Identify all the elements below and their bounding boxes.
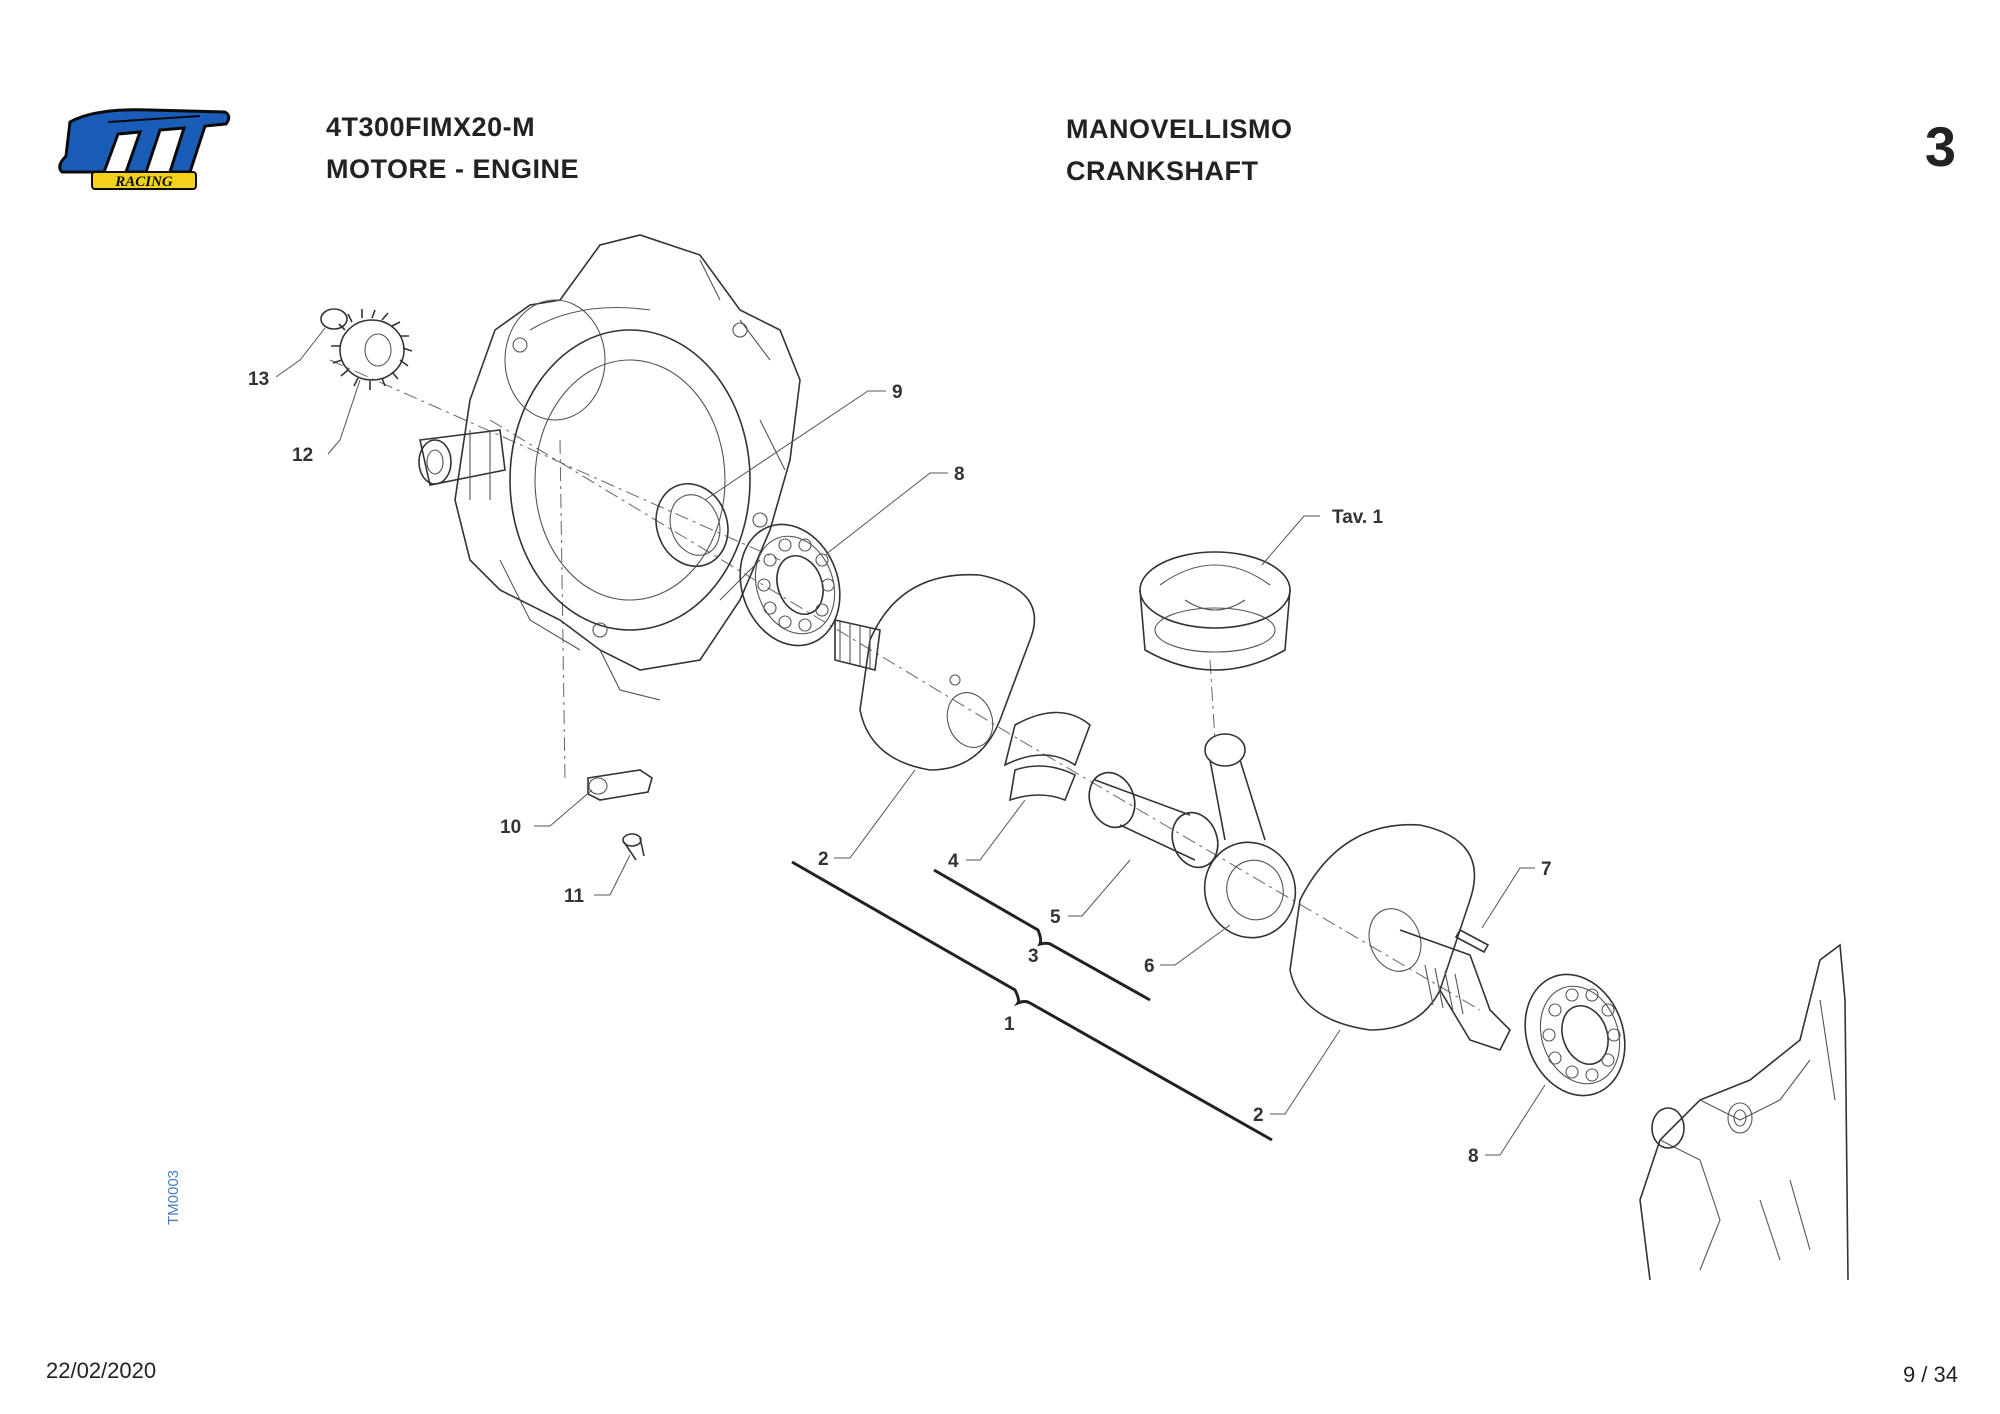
page-counter: 9 / 34 [1902, 1362, 1958, 1387]
leader-6 [1160, 924, 1231, 966]
circlip-13 [320, 308, 348, 330]
callout-10: 10 [500, 817, 521, 838]
leader-12 [327, 379, 361, 455]
leader-8b [1485, 1084, 1546, 1156]
callout-11: 11 [564, 886, 585, 907]
gear-12 [331, 309, 413, 390]
screw-11 [622, 833, 645, 861]
callout-1: 1 [1004, 1014, 1015, 1035]
callout-13: 13 [248, 369, 269, 390]
callout-tav-1: Tav. 1 [1332, 507, 1383, 528]
leader-7 [1481, 867, 1535, 929]
brace-assembly-1 [791, 860, 1273, 1142]
section-title-it: MANOVELLISMO [1066, 114, 1293, 144]
callout-8-right: 8 [1468, 1146, 1479, 1167]
leader-2a [834, 769, 916, 859]
ball-bearing-8-right [1524, 973, 1626, 1097]
leader-9 [704, 390, 886, 501]
axis-line [329, 359, 781, 561]
leader-tav [1261, 515, 1320, 566]
axis-line [1209, 659, 1216, 741]
leader-11 [594, 854, 631, 896]
model-code: 4T300FIMX20-M [326, 112, 536, 142]
needle-bearing-4 [1003, 711, 1091, 802]
piston-tav-1 [1139, 551, 1291, 671]
callout-9: 9 [892, 382, 903, 403]
callout-3: 3 [1028, 946, 1039, 967]
leader-2b [1270, 1029, 1341, 1115]
axis-line [559, 439, 566, 781]
callout-7: 7 [1541, 859, 1552, 880]
crankcase-right-half [1639, 943, 1849, 1281]
crank-web-2-left [834, 573, 1036, 771]
leader-13 [275, 327, 326, 378]
woodruff-key-7 [1454, 928, 1490, 954]
callout-12: 12 [292, 445, 313, 466]
oil-seal-9 [655, 482, 729, 568]
callout-5: 5 [1050, 907, 1061, 928]
group-title: MOTORE - ENGINE [326, 154, 580, 184]
leader-4 [966, 799, 1026, 861]
leader-5 [1068, 859, 1131, 917]
callout-2-left: 2 [818, 849, 829, 870]
connecting-rod-6 [1203, 733, 1297, 939]
callout-6: 6 [1144, 956, 1155, 977]
tm-racing-logo: RACING [58, 108, 231, 190]
print-date: 22/02/2020 [46, 1358, 157, 1383]
axis-line [1019, 739, 1481, 1011]
crank-web-2-right [1289, 823, 1511, 1051]
callout-8-left: 8 [954, 464, 965, 485]
logo-subtitle: RACING [114, 174, 173, 190]
ball-bearing-8-left [739, 523, 841, 647]
brace-assembly-3 [933, 868, 1151, 1002]
crank-pin-5 [1088, 771, 1219, 869]
crankcase-left-half [418, 234, 801, 701]
section-title-en: CRANKSHAFT [1066, 156, 1259, 186]
callout-4: 4 [948, 851, 959, 872]
leader-8a [824, 472, 948, 556]
callout-2-right: 2 [1253, 1105, 1264, 1126]
table-number: 3 [1924, 115, 1956, 178]
leader-10 [534, 789, 593, 827]
oil-nozzle-10 [587, 769, 653, 801]
